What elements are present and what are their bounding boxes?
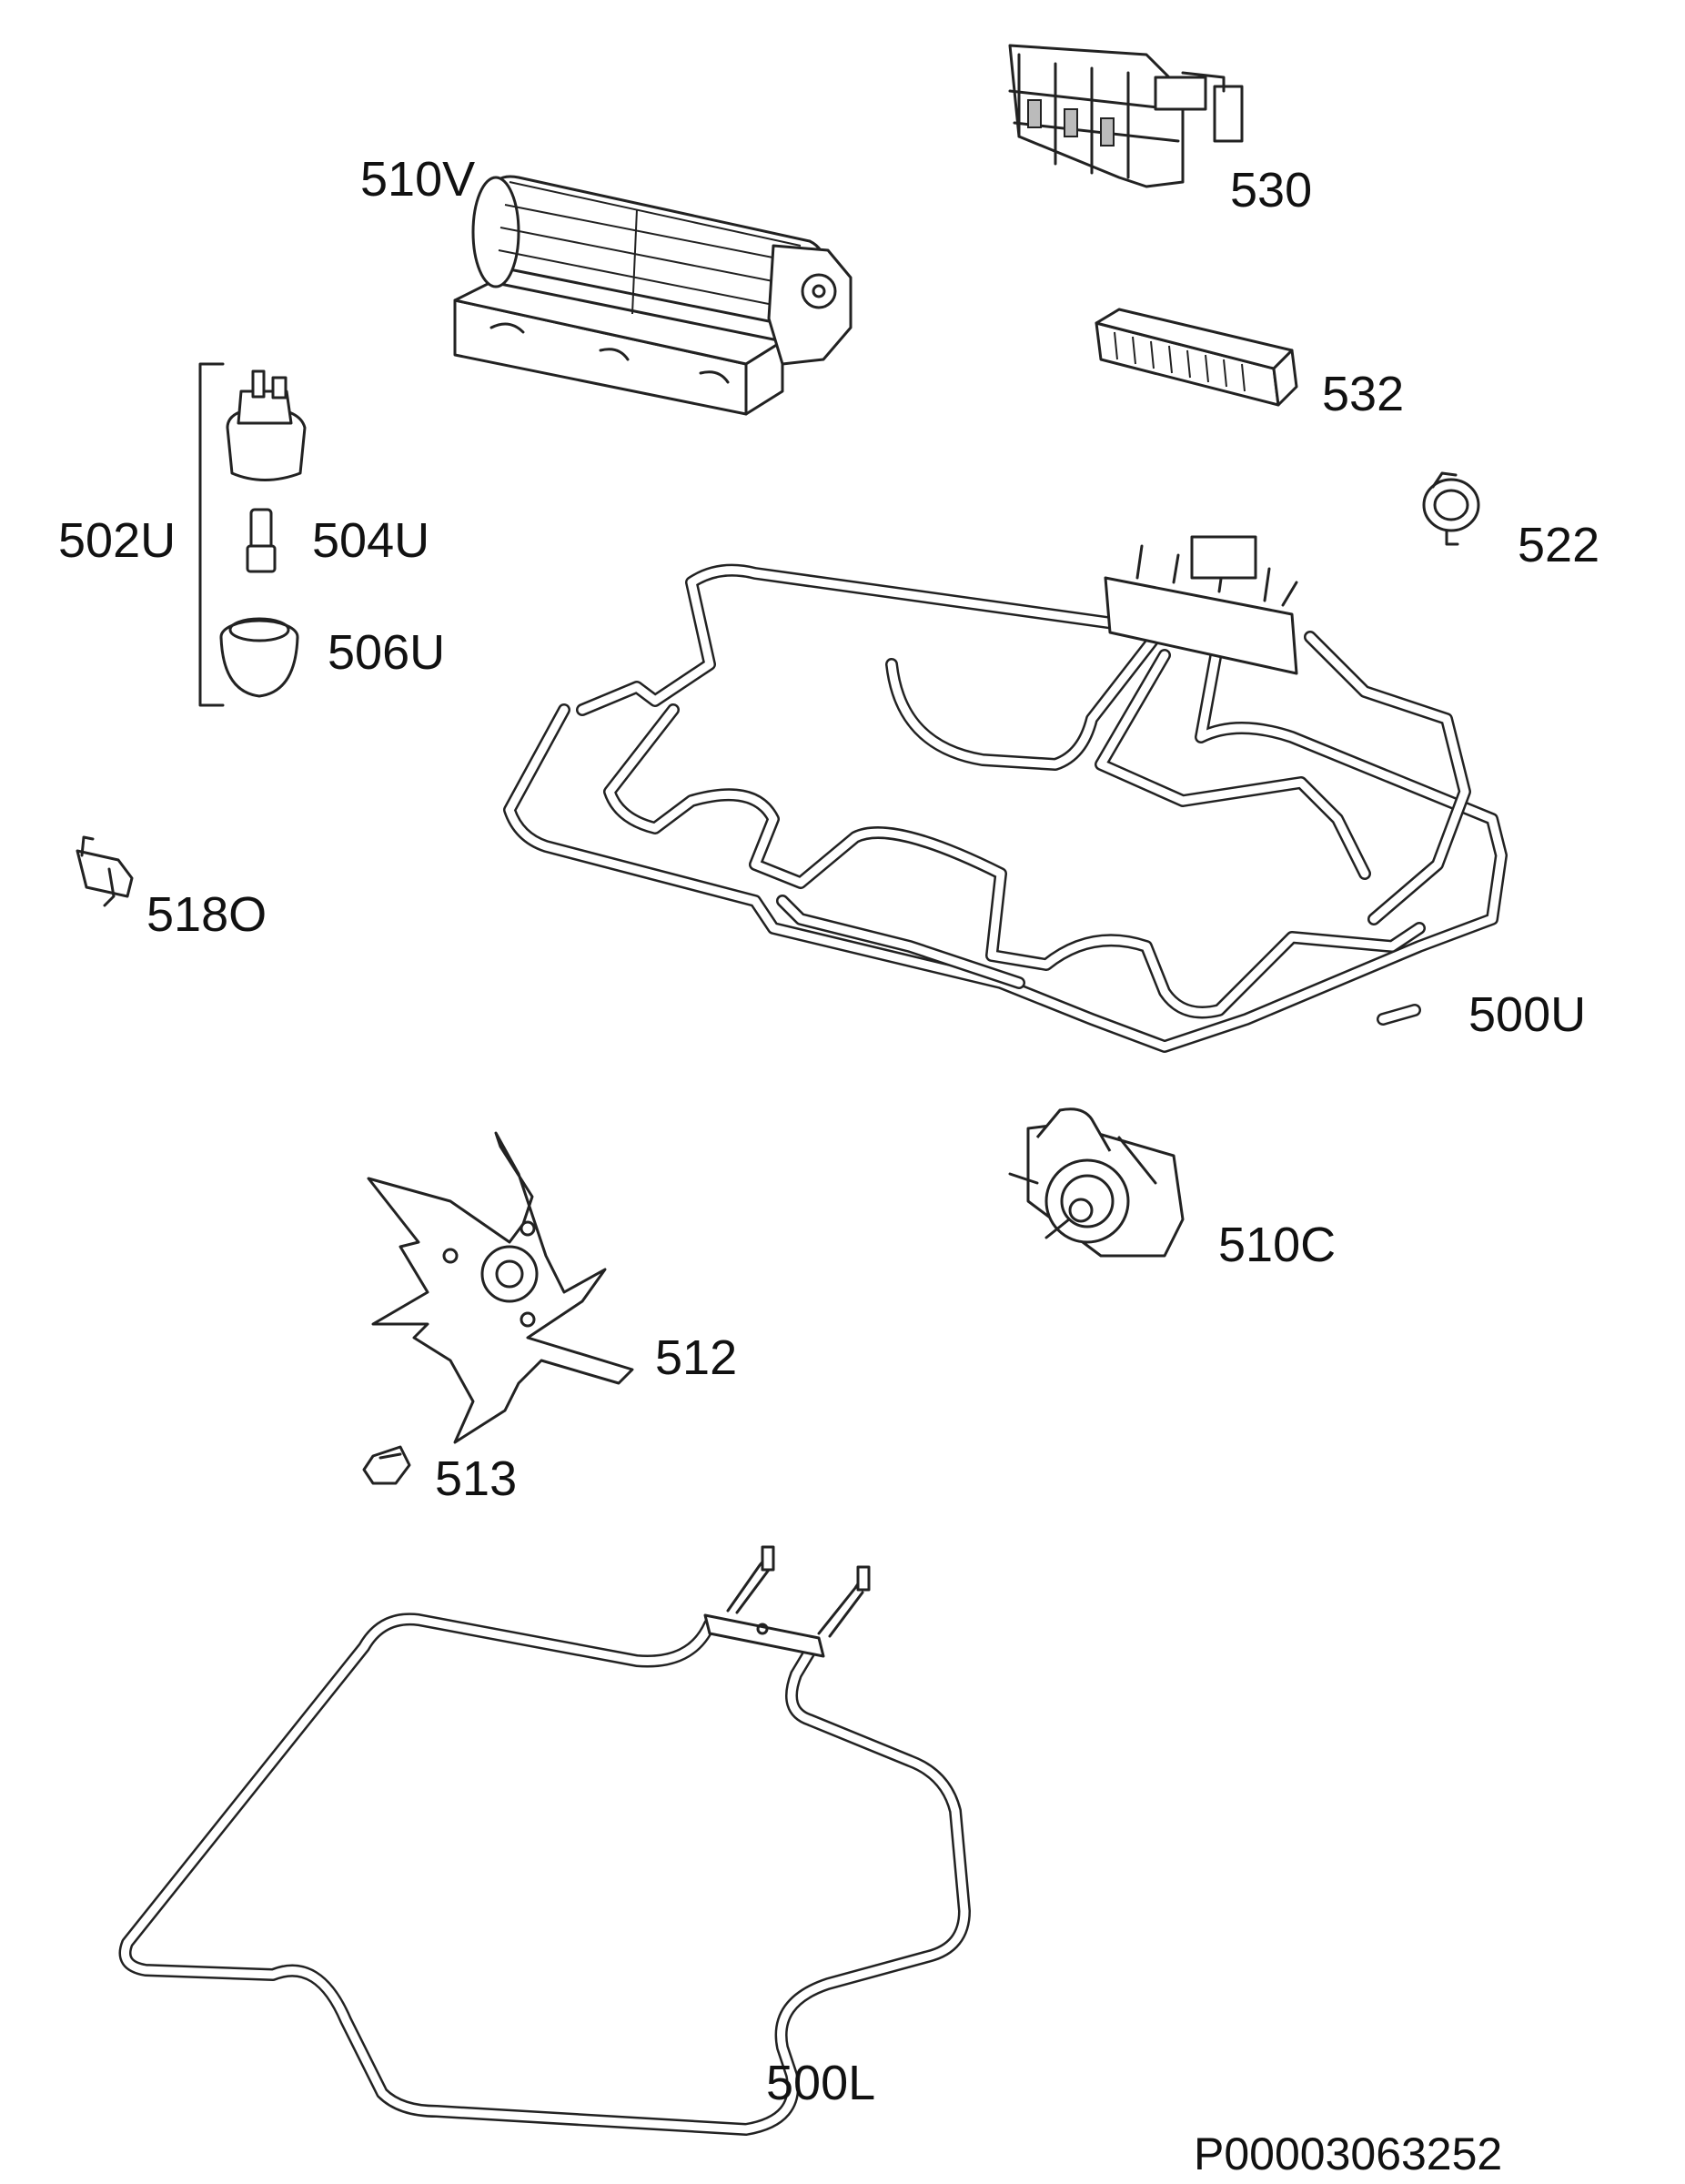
part-522-clamp-drawing — [1422, 471, 1480, 546]
part-510C-fan-motor-drawing — [1008, 1107, 1185, 1258]
part-532-connector-strip-drawing — [1095, 308, 1298, 407]
part-500L-bottom-element-drawing — [118, 1545, 971, 2136]
label-530: 530 — [1230, 163, 1313, 217]
part-504U-lamp-bulb-drawing — [246, 508, 277, 573]
part-light-switch-drawing — [226, 369, 307, 481]
label-500U: 500U — [1468, 987, 1587, 1042]
label-500L: 500L — [766, 2056, 876, 2110]
label-506U: 506U — [328, 625, 446, 680]
part-513-nut-drawing — [362, 1445, 411, 1485]
label-518O: 518O — [146, 887, 267, 942]
part-506U-lamp-cover-drawing — [219, 617, 299, 698]
label-510V: 510V — [360, 152, 476, 207]
part-518O-thermostat-drawing — [76, 835, 134, 907]
label-502U: 502U — [58, 513, 177, 568]
label-513: 513 — [435, 1451, 518, 1506]
label-512: 512 — [655, 1330, 738, 1385]
part-512-fan-blade-drawing — [367, 1131, 634, 1444]
part-500U-grill-element-drawing — [503, 535, 1508, 1053]
label-510C: 510C — [1218, 1218, 1337, 1272]
part-530-terminal-block-drawing — [1008, 44, 1244, 188]
label-504U: 504U — [312, 513, 430, 568]
label-532: 532 — [1322, 367, 1405, 421]
group-bracket — [198, 362, 225, 707]
part-510V-tangential-fan-drawing — [453, 175, 853, 416]
label-522: 522 — [1518, 518, 1600, 572]
document-number: P00003063252 — [1194, 2128, 1503, 2179]
